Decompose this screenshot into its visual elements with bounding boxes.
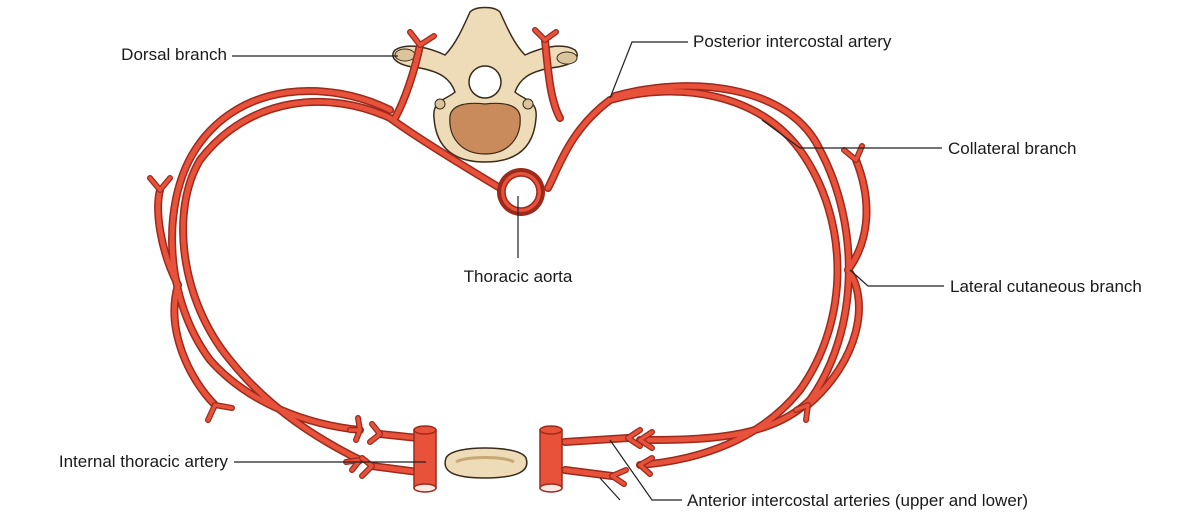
- label-dorsal-branch: Dorsal branch: [121, 45, 227, 64]
- label-thoracic-aorta: Thoracic aorta: [464, 267, 573, 286]
- internal-thoracic-artery-left: [414, 426, 436, 492]
- leader-lateral-cutaneous: [850, 270, 944, 286]
- label-internal-thoracic-artery: Internal thoracic artery: [59, 452, 229, 471]
- label-collateral-branch: Collateral branch: [948, 139, 1077, 158]
- internal-thoracic-artery-right: [540, 426, 562, 492]
- label-posterior-intercostal-artery: Posterior intercostal artery: [693, 32, 892, 51]
- leader-anterior-intercostal: [600, 440, 682, 500]
- label-anterior-intercostal-arteries: Anterior intercostal arteries (upper and…: [687, 491, 1028, 510]
- sternum: [445, 448, 527, 478]
- label-lateral-cutaneous-branch: Lateral cutaneous branch: [950, 277, 1142, 296]
- thoracic-aorta-vessel: [497, 168, 545, 216]
